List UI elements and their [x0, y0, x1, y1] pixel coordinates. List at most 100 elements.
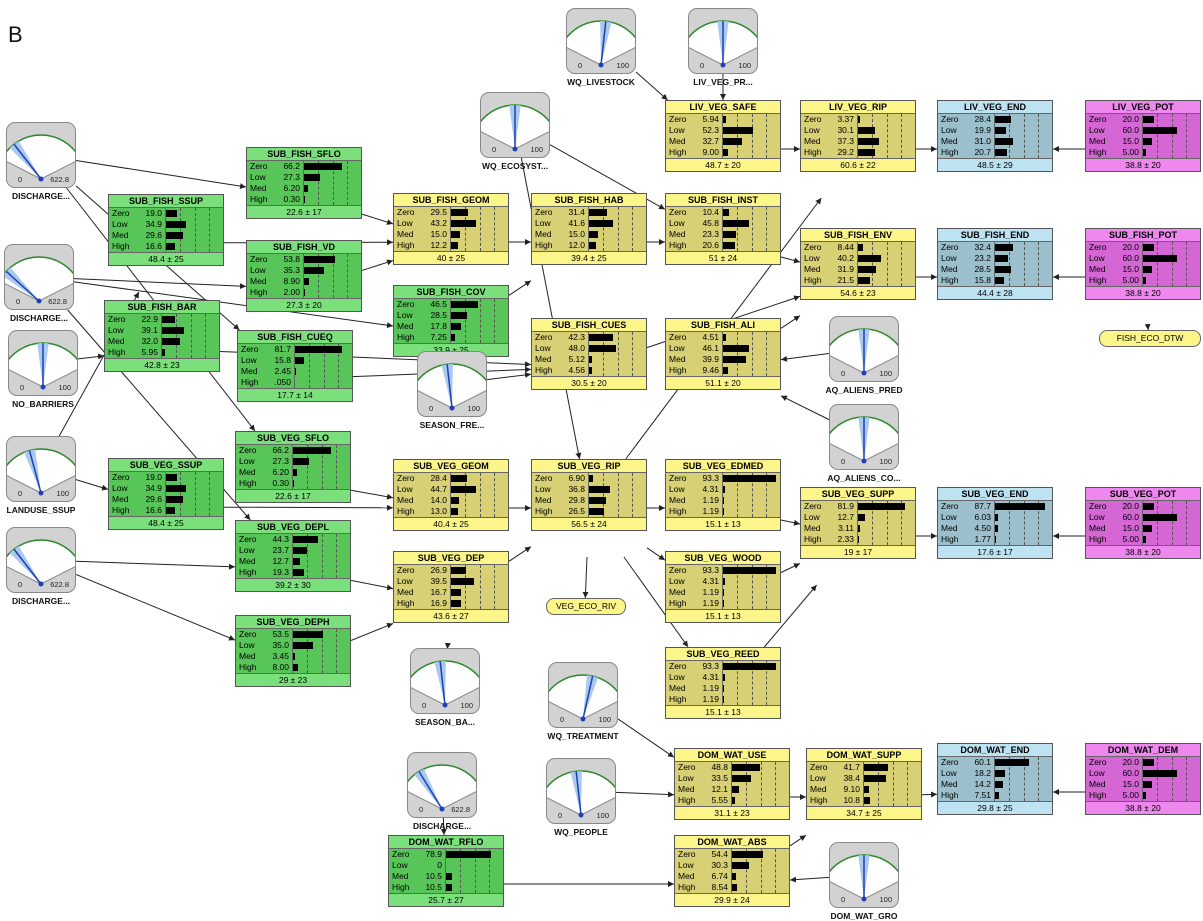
- state-label: Low: [669, 484, 693, 495]
- state-label: Zero: [678, 762, 702, 773]
- state-label: Med: [941, 136, 965, 147]
- state-label: Zero: [241, 344, 265, 355]
- node-title: SUB_VEG_POT: [1086, 488, 1200, 501]
- state-value: 21.5: [828, 275, 854, 286]
- node-title: SUB_VEG_RIP: [532, 460, 646, 473]
- state-value: 4.56: [559, 365, 585, 376]
- state-value: 0.30: [274, 194, 300, 205]
- state-value: 32.7: [693, 136, 719, 147]
- belief-bar: [995, 525, 998, 532]
- state-value: 5.00: [1113, 790, 1139, 801]
- state-label: Low: [250, 172, 274, 183]
- state-label: Med: [397, 587, 421, 598]
- belief-bar: [304, 174, 320, 181]
- belief-bars: [731, 762, 789, 806]
- gauge-hub: [513, 147, 518, 152]
- belief-bar: [732, 764, 760, 771]
- state-value: 3.11: [828, 523, 854, 534]
- state-value: 28.4: [965, 114, 991, 125]
- state-value: 15.0: [559, 229, 585, 240]
- belief-bars: [722, 473, 780, 517]
- grid-line: [1172, 501, 1173, 545]
- state-label: High: [669, 694, 693, 705]
- state-value: 41.6: [559, 218, 585, 229]
- state-label: Zero: [941, 114, 965, 125]
- state-value: 8.44: [828, 242, 854, 253]
- state-value: 15.0: [1113, 523, 1139, 534]
- node-mean-sd: 54.6 ± 23: [801, 286, 915, 299]
- state-value: 53.8: [274, 254, 300, 265]
- grid-line: [494, 473, 495, 517]
- state-label: Zero: [239, 629, 263, 640]
- gauge-label: DISCHARGE...: [387, 821, 497, 831]
- utility-node-veg-eco-riv[interactable]: VEG_ECO_RIV: [546, 598, 626, 615]
- utility-node-fish-eco-dtw[interactable]: FISH_ECO_DTW: [1099, 330, 1201, 347]
- state-label: Low: [669, 576, 693, 587]
- state-value: 9.46: [693, 365, 719, 376]
- belief-bar: [858, 266, 876, 273]
- node-mean-sd: 40.4 ± 25: [394, 517, 508, 530]
- grid-line: [1024, 242, 1025, 286]
